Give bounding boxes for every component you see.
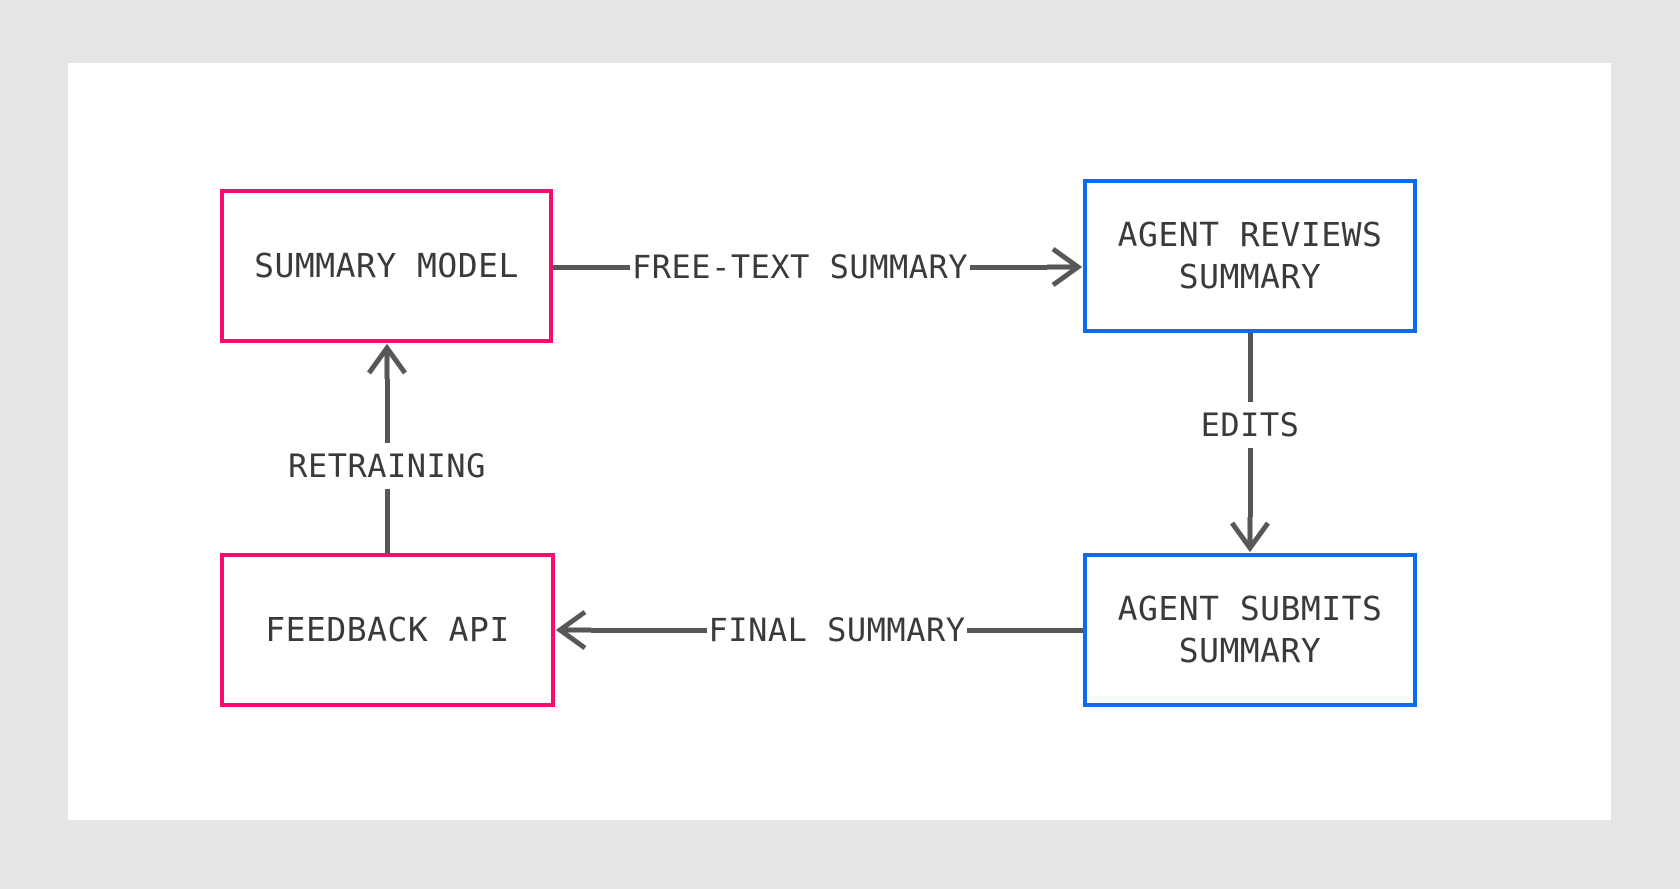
edge-line-segment <box>384 379 390 443</box>
node-agent-reviews-summary: AGENT REVIEWS SUMMARY <box>1083 179 1417 333</box>
node-feedback-api: FEEDBACK API <box>220 553 555 707</box>
edge-line-segment <box>1247 448 1253 517</box>
edge-line-segment <box>1247 333 1253 402</box>
node-summary-model: SUMMARY MODEL <box>220 189 553 343</box>
arrowhead-left-icon <box>555 609 591 651</box>
node-feedback-api-label: FEEDBACK API <box>265 610 510 649</box>
edge-free-text-summary: FREE-TEXT SUMMARY <box>553 235 1083 299</box>
arrowhead-right-icon <box>1047 246 1083 288</box>
node-agent-submits-summary-label: AGENT SUBMITS SUMMARY <box>1117 589 1403 670</box>
edge-line-segment <box>384 489 390 553</box>
edge-edits: EDITS <box>1190 333 1310 553</box>
edge-line-segment <box>967 627 1084 633</box>
arrowhead-down-icon <box>1229 517 1271 553</box>
edge-final-summary-label: FINAL SUMMARY <box>708 611 966 649</box>
edge-retraining: RETRAINING <box>288 343 485 553</box>
edge-line-segment <box>591 627 707 633</box>
arrowhead-up-icon <box>366 343 408 379</box>
diagram-canvas: SUMMARY MODEL AGENT REVIEWS SUMMARY AGEN… <box>68 63 1611 820</box>
edge-retraining-label: RETRAINING <box>288 447 486 485</box>
edge-line-segment <box>553 264 630 270</box>
edge-line-segment <box>970 264 1048 270</box>
node-agent-reviews-summary-label: AGENT REVIEWS SUMMARY <box>1117 215 1403 296</box>
node-summary-model-label: SUMMARY MODEL <box>254 246 519 285</box>
node-agent-submits-summary: AGENT SUBMITS SUMMARY <box>1083 553 1417 707</box>
edge-edits-label: EDITS <box>1200 406 1300 444</box>
edge-final-summary: FINAL SUMMARY <box>555 598 1084 662</box>
edge-free-text-summary-label: FREE-TEXT SUMMARY <box>632 248 969 286</box>
